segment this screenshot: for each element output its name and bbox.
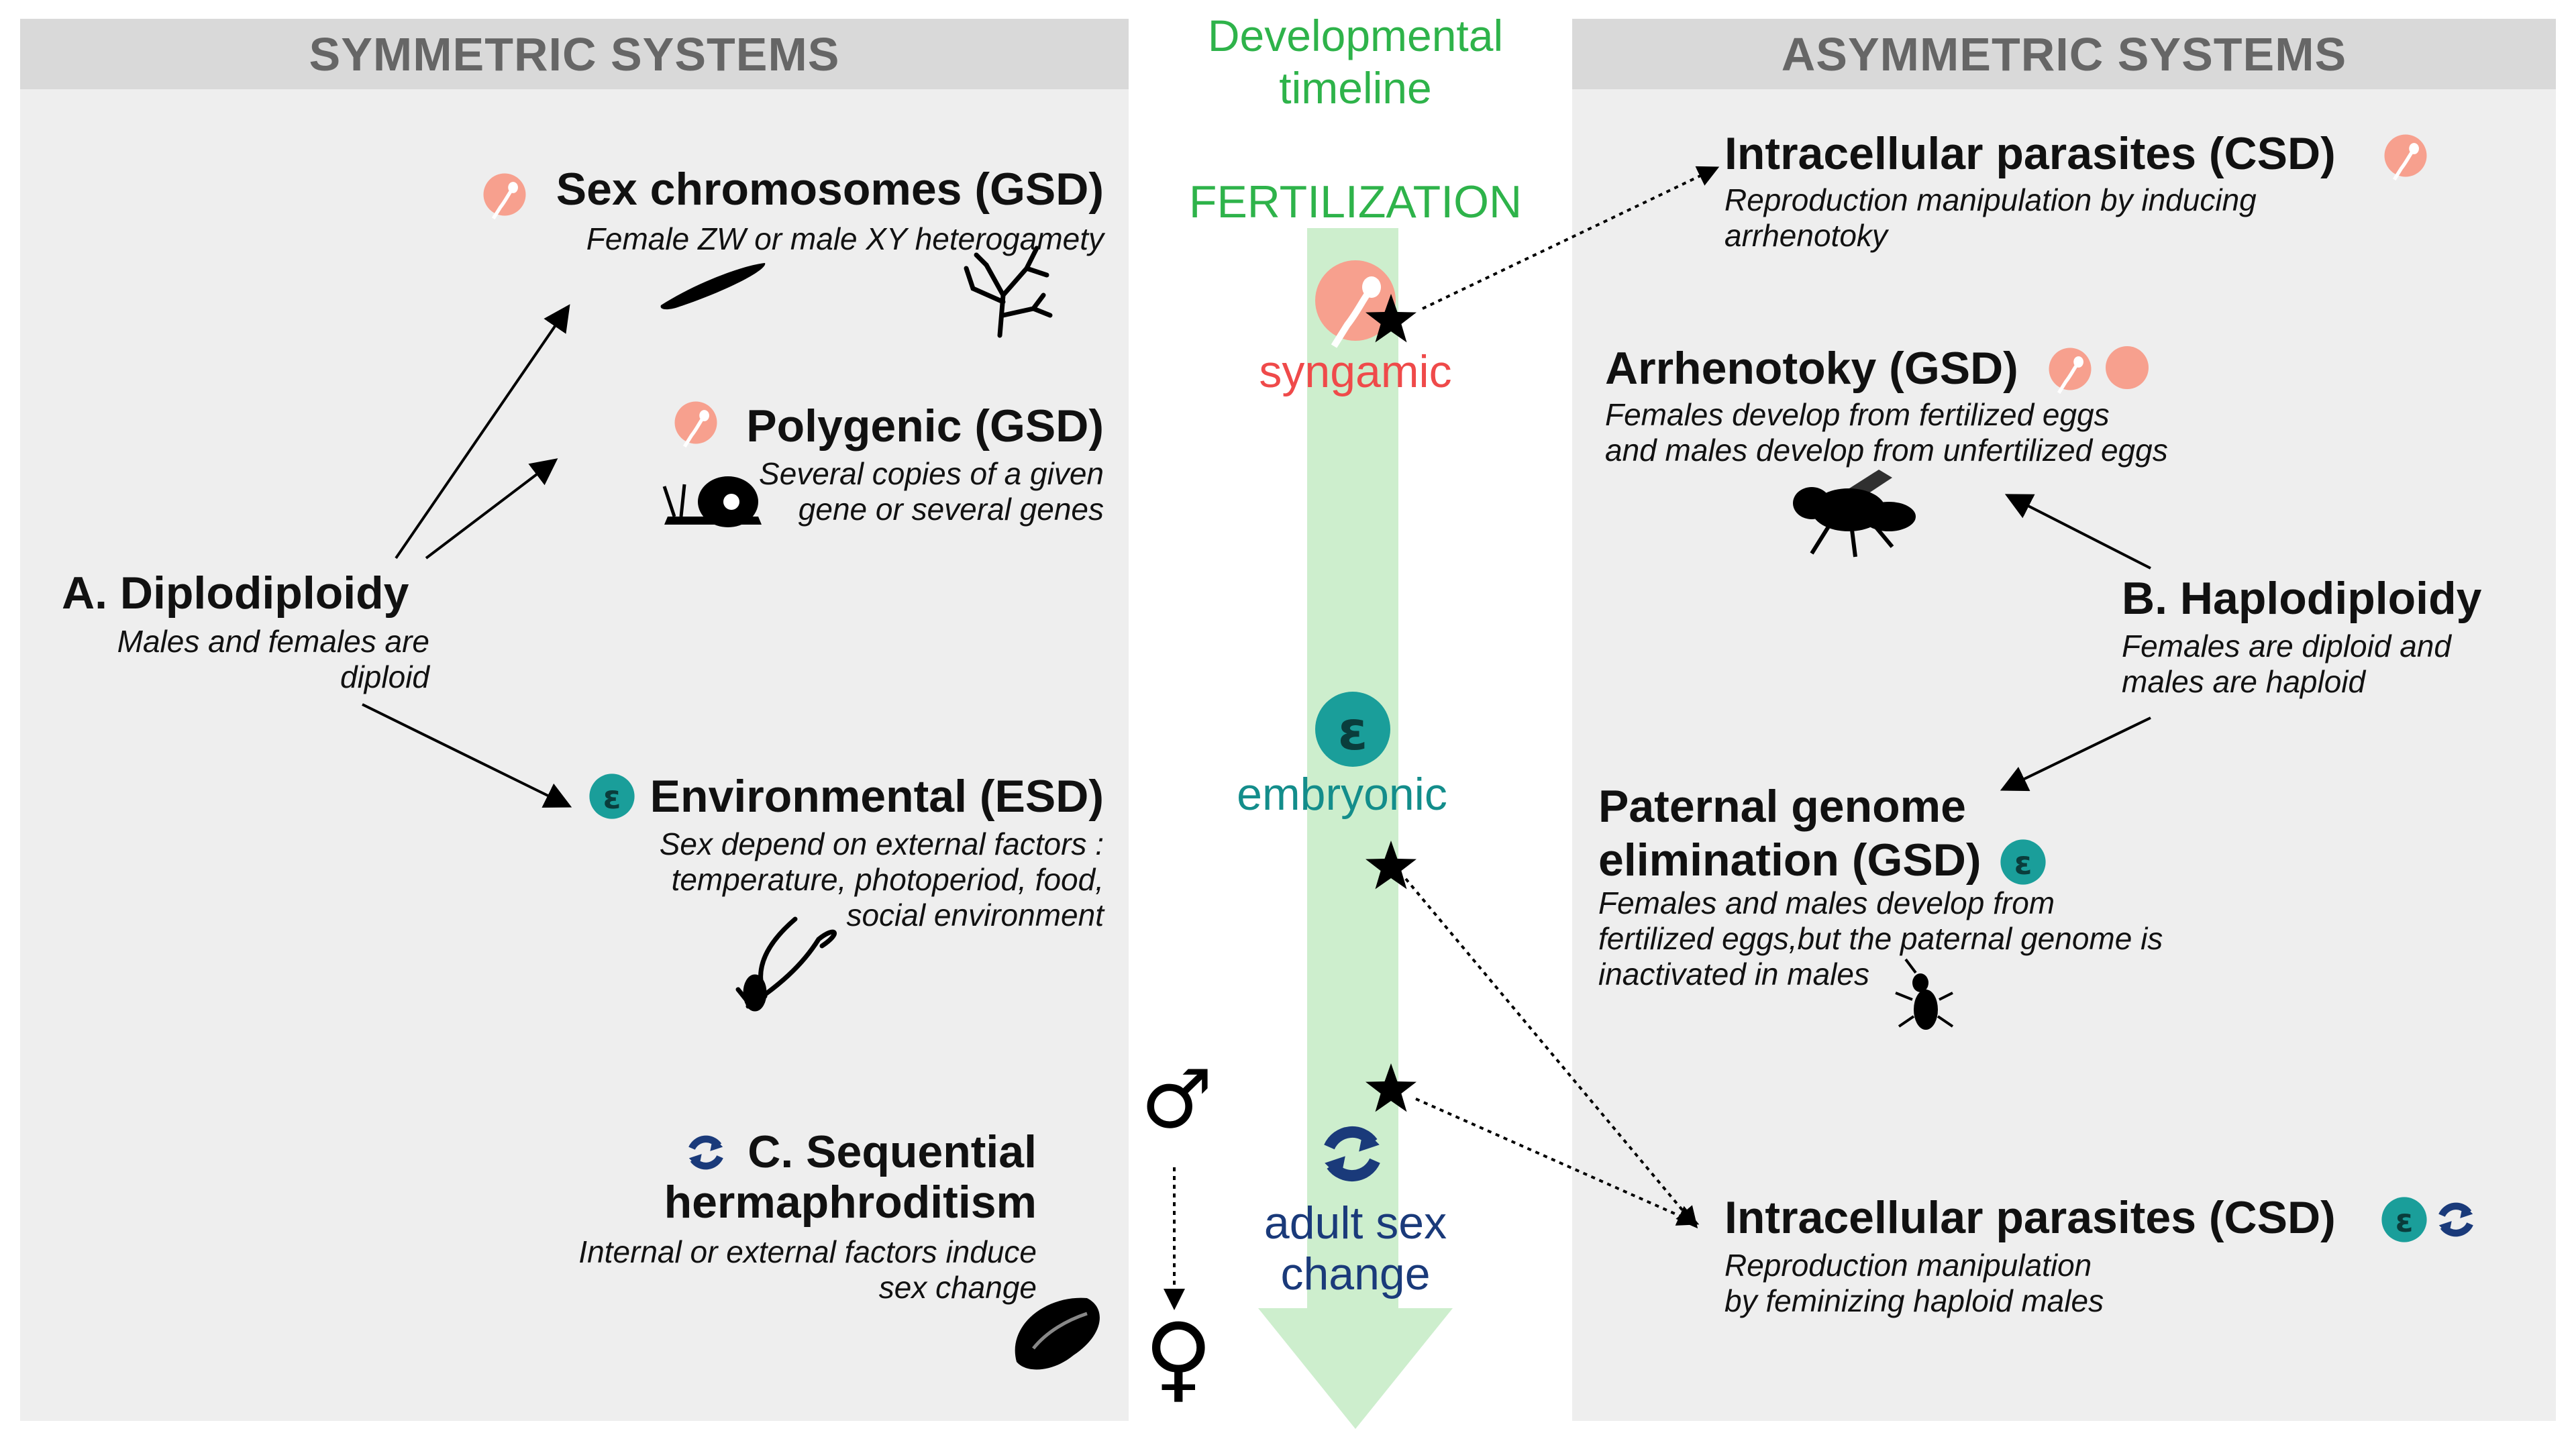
sex-chromosomes-desc: Female ZW or male XY heterogamety: [586, 221, 1104, 256]
arrhenotoky-title: Arrhenotoky (GSD): [1605, 343, 2018, 394]
paternal-desc-line: Females and males develop from: [1598, 886, 2055, 920]
sperm-icon: [675, 402, 717, 447]
epsilon-icon: [589, 774, 635, 819]
haplodiploidy-desc-line: males are haploid: [2122, 663, 2366, 699]
arrow-diplo-to-env: [362, 703, 572, 808]
haplodiploidy-title: B. Haplodiploidy: [2122, 573, 2482, 624]
cycle-arrows-icon: [2439, 1204, 2473, 1235]
asymmetric-panel: ASYMMETRIC SYSTEMS: [1572, 19, 2556, 1421]
sequential-desc-line: Internal or external factors induce: [578, 1234, 1037, 1269]
arrow-diplo-to-polygenic: [425, 458, 558, 559]
sequential-title-line: hermaphroditism: [664, 1176, 1037, 1228]
paternal-title: Paternal genome elimination (GSD): [1598, 780, 1981, 887]
polygenic-title: Polygenic (GSD): [746, 401, 1104, 451]
timeline-title-line: timeline: [1279, 62, 1432, 113]
diplodiploidy-title: A. Diplodiploidy: [62, 568, 409, 619]
parasites-bottom-desc: Reproduction manipulation by feminizing …: [1724, 1248, 2328, 1319]
symmetric-header: SYMMETRIC SYSTEMS: [20, 19, 1129, 89]
sex-chromosomes-title: Sex chromosomes (GSD): [556, 164, 1104, 215]
sequential-title: C. Sequential hermaphroditism: [590, 1127, 1037, 1228]
paternal-desc-line: inactivated in males: [1598, 956, 1869, 992]
embryonic-label: embryonic: [1237, 769, 1447, 820]
adult-label-line: change: [1280, 1248, 1431, 1300]
diplodiploidy-desc-line: diploid: [340, 659, 429, 694]
environmental-title: Environmental (ESD): [650, 771, 1104, 822]
male-symbol-icon: ♂: [1141, 1053, 1213, 1147]
asymmetric-header: ASYMMETRIC SYSTEMS: [1572, 19, 2556, 89]
polygenic-desc-line: Several copies of a given: [759, 456, 1104, 491]
parasites-top-desc-line: arrhenotoky: [1724, 217, 1888, 253]
haplodiploidy-desc: Females are diploid and males are haploi…: [2122, 629, 2524, 700]
mite-icon: [1895, 958, 1954, 1030]
epsilon-icon: [2381, 1197, 2427, 1242]
female-symbol-icon: ♀: [1144, 1303, 1213, 1413]
polygenic-desc-line: gene or several genes: [798, 491, 1104, 527]
embryonic-epsilon-icon: [1315, 692, 1390, 767]
sequential-desc-line: sex change: [878, 1269, 1037, 1305]
parasites-bottom-desc-line: Reproduction manipulation: [1724, 1248, 2092, 1283]
sperm-icon: [2049, 348, 2092, 393]
timeline-title-line: Developmental: [1207, 11, 1504, 60]
coral-icon: [964, 246, 1053, 338]
syngamic-label: syngamic: [1259, 346, 1452, 397]
arrhenotoky-desc-line: and males develop from unfertilized eggs: [1605, 432, 2168, 468]
egg-icon: [2106, 346, 2149, 389]
snail-icon: [662, 476, 762, 527]
sperm-icon: [484, 174, 526, 219]
environmental-desc: Sex depend on external factors : tempera…: [567, 827, 1104, 933]
environmental-desc-line: temperature, photoperiod, food,: [671, 861, 1104, 897]
sperm-icon: [2385, 135, 2427, 180]
paternal-desc: Females and males develop from fertilize…: [1598, 886, 2269, 992]
fertilization-label: FERTILIZATION: [1188, 176, 1523, 227]
paternal-title-line: Paternal genome: [1598, 781, 1966, 832]
diplodiploidy-desc-line: Males and females are: [117, 624, 429, 659]
symmetric-panel: SYMMETRIC SYSTEMS: [20, 19, 1129, 1421]
arrow-embryonic-to-parasites: [1404, 877, 1698, 1229]
environmental-desc-line: social environment: [846, 897, 1104, 932]
parasites-bottom-desc-line: by feminizing haploid males: [1724, 1283, 2104, 1318]
timeline-title: Developmental timeline: [1154, 10, 1557, 115]
diplodiploidy-desc: Males and females are diploid: [67, 624, 429, 695]
arrow-syngamic-to-parasites: [1422, 166, 1720, 310]
shell-icon: [1015, 1297, 1100, 1370]
arrhenotoky-desc-line: Females develop from fertilized eggs: [1605, 397, 2110, 432]
timeline-arrowhead: [1258, 1308, 1453, 1429]
arrhenotoky-desc: Females develop from fertilized eggs and…: [1605, 397, 2477, 468]
epsilon-icon: [2000, 839, 2046, 885]
parasites-top-desc-line: Reproduction manipulation by inducing: [1724, 182, 2257, 217]
arrow-adult-to-parasites: [1415, 1098, 1700, 1226]
paternal-title-line: elimination (GSD): [1598, 835, 1981, 886]
arrow-haplo-to-paternal: [2000, 716, 2151, 792]
wasp-icon: [1793, 470, 1916, 557]
sequential-desc: Internal or external factors induce sex …: [500, 1234, 1037, 1305]
parasites-top-title: Intracellular parasites (CSD): [1724, 128, 2336, 179]
adult-label-line: adult sex: [1264, 1197, 1447, 1248]
paternal-desc-line: fertilized eggs,but the paternal genome …: [1598, 920, 2163, 956]
haplodiploidy-desc-line: Females are diploid and: [2122, 629, 2451, 663]
arrow-haplo-to-arrhenotoky: [2004, 494, 2151, 570]
environmental-desc-line: Sex depend on external factors :: [659, 827, 1104, 861]
adult-sex-change-label: adult sex change: [1154, 1197, 1557, 1299]
polygenic-desc: Several copies of a given gene or severa…: [668, 456, 1104, 527]
sequential-title-line: C. Sequential: [748, 1126, 1037, 1177]
parasites-top-desc: Reproduction manipulation by inducing ar…: [1724, 182, 2463, 254]
arrow-diplo-to-sexchrom: [395, 304, 570, 559]
parasites-bottom-title: Intracellular parasites (CSD): [1724, 1192, 2336, 1243]
bird-icon: [735, 916, 837, 1012]
worm-icon: [660, 263, 766, 310]
